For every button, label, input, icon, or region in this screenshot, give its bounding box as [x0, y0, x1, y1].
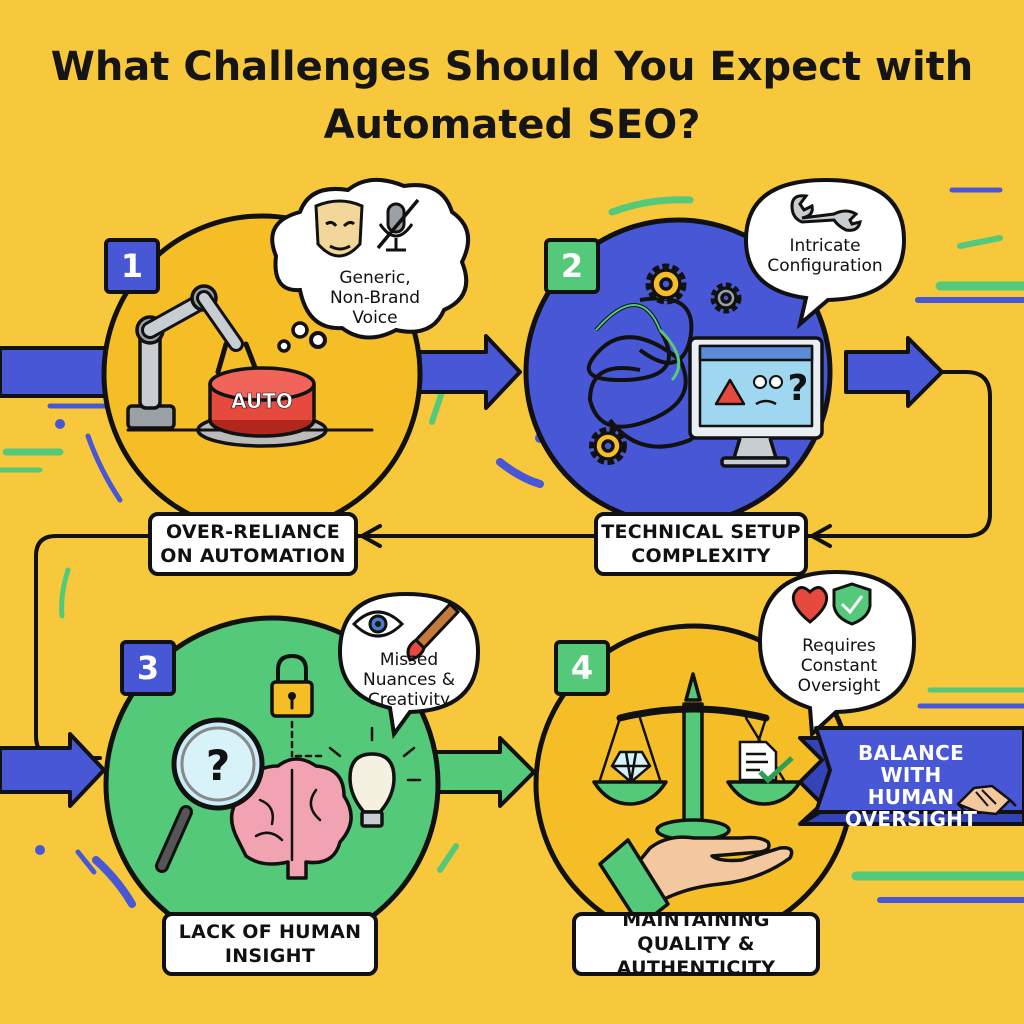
mask-icon — [314, 199, 364, 258]
magnifier-question-icon: ? — [155, 717, 265, 873]
balance-scale-icon — [592, 672, 802, 842]
paintbrush-icon — [406, 601, 461, 662]
step-1-label: OVER-RELIANCE ON AUTOMATION — [148, 512, 358, 576]
shield-check-icon — [832, 582, 872, 626]
monitor-warning-icon — [688, 336, 824, 468]
step-3-illustration: ? — [155, 654, 422, 880]
step-3-label: LACK OF HUMAN INSIGHT — [162, 912, 378, 976]
svg-text:?: ? — [206, 741, 230, 790]
diamond-icon — [610, 750, 652, 784]
banner-text: BALANCE WITH HUMAN OVERSIGHT — [844, 741, 978, 831]
question-mark-icon: ? — [788, 368, 809, 409]
wrench-icon — [790, 194, 862, 232]
checked-document-icon — [738, 740, 794, 784]
step-4-label: MAINTAINING QUALITY & AUTHENTICITY — [572, 909, 820, 979]
arrow-into-step-3 — [0, 732, 106, 808]
step-2-label: TECHNICAL SETUP COMPLEXITY — [594, 512, 808, 576]
auto-button-icon — [208, 366, 316, 438]
step-3-bubble-text: Missed Nuances & Creativity — [362, 650, 455, 710]
step-2-illustration: ? — [586, 263, 824, 468]
step-2-bubble-text: Intricate Configuration — [767, 236, 883, 276]
auto-button-label: AUTO — [231, 389, 293, 413]
background-decorations — [0, 187, 1024, 908]
page-title: What Challenges Should You Expect with A… — [50, 44, 974, 148]
step-1-badge: 1 — [104, 238, 160, 294]
padlock-icon — [270, 654, 314, 718]
step-1-illustration — [126, 284, 374, 448]
eye-icon — [351, 610, 405, 638]
handshake-icon — [956, 784, 1017, 816]
lightbulb-icon — [328, 726, 422, 828]
muted-microphone-icon — [376, 198, 420, 252]
step-2-badge: 2 — [544, 238, 600, 294]
arrow-step-3-to-4 — [428, 736, 536, 808]
step-1-bubble-text: Generic, Non-Brand Voice — [329, 268, 421, 328]
open-hand-icon — [598, 835, 794, 928]
gear-icon — [589, 263, 742, 465]
robot-arm-icon — [126, 284, 259, 430]
step-3-badge: 3 — [120, 640, 176, 696]
heart-icon — [791, 586, 829, 624]
step-4-bubble-text: Requires Constant Oversight — [797, 636, 881, 696]
step-4-badge: 4 — [554, 640, 610, 696]
arrow-out-of-step-2 — [844, 336, 944, 408]
step-2-speech-bubble — [743, 177, 907, 330]
